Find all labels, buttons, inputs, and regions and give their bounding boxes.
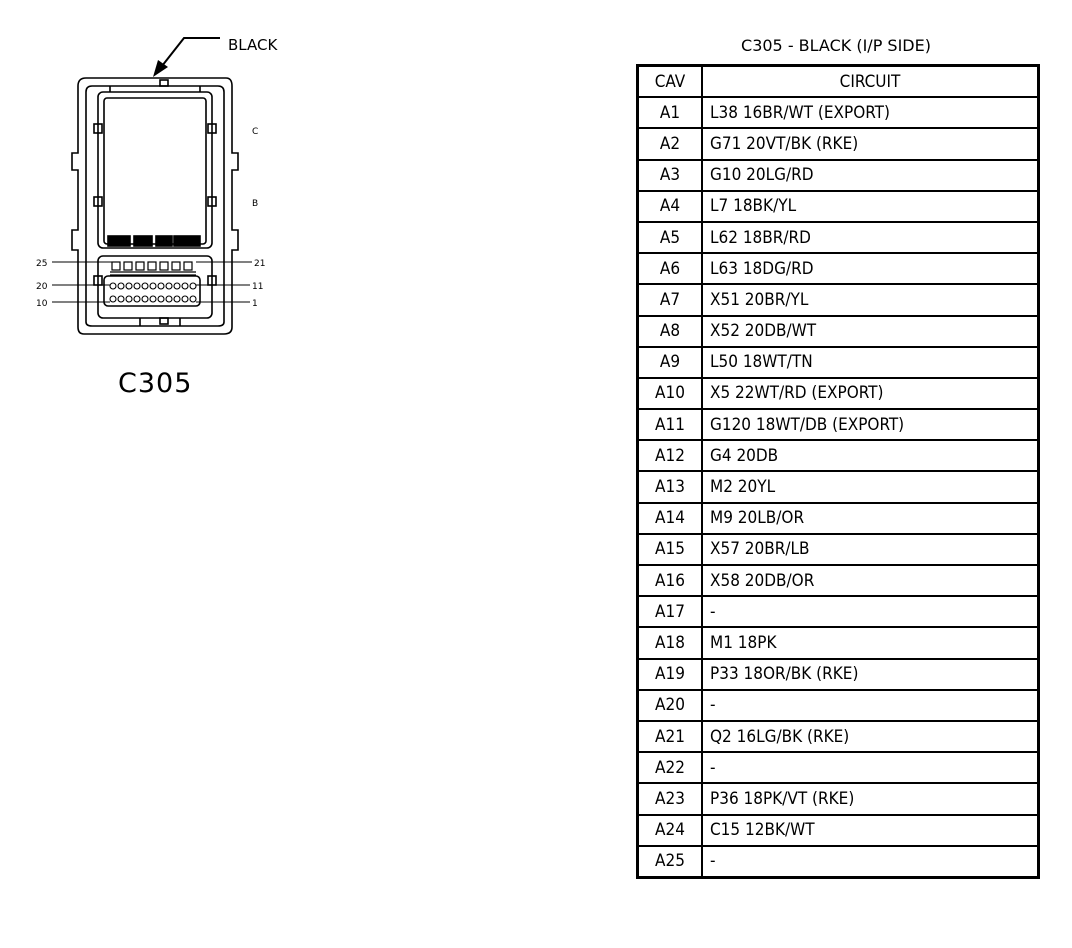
circuit-cell: G10 20LG/RD (701, 158, 1040, 192)
cav-cell: A6 (636, 252, 703, 286)
upper-cavity-inner (103, 97, 207, 245)
lower-cavity-frame (97, 255, 213, 319)
cav-cell: A14 (636, 501, 703, 535)
circuit-cell: L7 18BK/YL (701, 189, 1040, 223)
circuit-cell: C15 12BK/WT (701, 813, 1040, 847)
circuit-cell: L50 18WT/TN (701, 345, 1040, 379)
cav-cell: A19 (636, 657, 703, 691)
table-row: A22- (636, 751, 1040, 785)
cav-cell: A15 (636, 532, 703, 567)
cav-cell: A23 (636, 782, 703, 816)
cav-cell: A24 (636, 813, 703, 847)
cav-cell: A22 (636, 751, 703, 785)
pin-label-11: 11 (252, 282, 263, 292)
circuit-cell: M1 18PK (701, 626, 1040, 660)
circuit-cell: Q2 16LG/BK (RKE) (701, 719, 1040, 754)
circuit-cell: - (701, 844, 1040, 879)
circuit-cell: L38 16BR/WT (EXPORT) (701, 96, 1040, 130)
table-title: C305 - BLACK (I/P SIDE) (741, 36, 931, 55)
cav-cell: A4 (636, 189, 703, 223)
connector-diagram: BLACK C B 25 20 10 21 11 1 (36, 36, 278, 335)
circuit-cell: G120 18WT/DB (EXPORT) (701, 408, 1040, 442)
cav-cell: A7 (636, 283, 703, 317)
circuit-cell: - (701, 751, 1040, 785)
circuit-cell: X52 20DB/WT (701, 314, 1040, 348)
side-label-b: B (252, 199, 258, 209)
callout-arrowhead (153, 60, 168, 77)
pin-label-10: 10 (36, 299, 48, 309)
circuit-cell: G71 20VT/BK (RKE) (701, 127, 1040, 161)
header-circuit: CIRCUIT (701, 64, 1040, 99)
pin-label-25: 25 (36, 259, 47, 269)
pin-label-21: 21 (254, 259, 265, 269)
pin-block (103, 275, 201, 307)
callout-label: BLACK (228, 36, 278, 54)
cav-cell: A25 (636, 844, 703, 879)
circuit-cell: - (701, 688, 1040, 722)
cav-cell: A3 (636, 158, 703, 192)
cav-cell: A17 (636, 595, 703, 629)
cav-cell: A1 (636, 96, 703, 130)
circuit-cell: P36 18PK/VT (RKE) (701, 782, 1040, 816)
circuit-cell: M2 20YL (701, 470, 1040, 504)
cav-cell: A20 (636, 688, 703, 722)
cav-cell: A18 (636, 626, 703, 660)
side-label-c: C (252, 127, 258, 137)
circuit-cell: P33 18OR/BK (RKE) (701, 657, 1040, 691)
circuit-cell: X58 20DB/OR (701, 563, 1040, 598)
header-cav: CAV (636, 64, 703, 99)
pin-label-1: 1 (252, 299, 258, 309)
connector-inner-outline (85, 85, 225, 327)
table-row: A17- (636, 595, 1040, 629)
table-row: A20- (636, 688, 1040, 722)
cav-cell: A9 (636, 345, 703, 379)
cav-cell: A8 (636, 314, 703, 348)
upper-cavity-frame (97, 91, 213, 249)
cav-cell: A11 (636, 408, 703, 442)
circuit-cell: G4 20DB (701, 439, 1040, 473)
callout-leader-line (161, 37, 220, 67)
circuit-cell: X5 22WT/RD (EXPORT) (701, 376, 1040, 411)
cav-cell: A5 (636, 220, 703, 255)
cav-cell: A16 (636, 563, 703, 598)
circuit-cell: - (701, 595, 1040, 629)
cav-cell: A10 (636, 376, 703, 411)
connector-housing (71, 77, 239, 335)
circuit-cell: X51 20BR/YL (701, 283, 1040, 317)
circuit-cell: M9 20LB/OR (701, 501, 1040, 535)
cav-cell: A2 (636, 127, 703, 161)
table-header-row: CAV CIRCUIT (636, 64, 1040, 99)
cav-cell: A12 (636, 439, 703, 473)
connector-name: C305 (118, 368, 193, 399)
cav-cell: A21 (636, 719, 703, 754)
circuit-cell: X57 20BR/LB (701, 532, 1040, 567)
circuit-cell: L63 18DG/RD (701, 252, 1040, 286)
circuit-cell: L62 18BR/RD (701, 220, 1040, 255)
cav-cell: A13 (636, 470, 703, 504)
table-row: A25- (636, 844, 1040, 879)
pin-label-20: 20 (36, 282, 48, 292)
